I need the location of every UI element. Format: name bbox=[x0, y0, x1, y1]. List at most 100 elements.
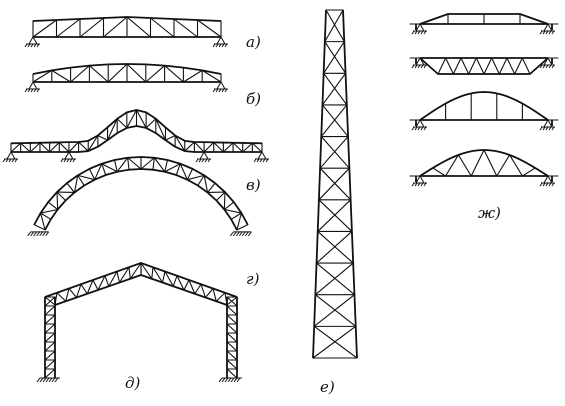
ground-hatch bbox=[420, 182, 424, 187]
ground-hatch bbox=[253, 158, 257, 163]
tower-brace bbox=[319, 167, 352, 201]
diagonal-member bbox=[155, 118, 167, 141]
diagonal-member bbox=[107, 63, 128, 83]
column-diagonal bbox=[226, 314, 238, 325]
ground-hatch bbox=[33, 231, 38, 237]
ground-hatch bbox=[30, 231, 35, 237]
diagonal-member bbox=[10, 142, 22, 153]
pin-support bbox=[6, 150, 16, 160]
diagonal-member bbox=[236, 212, 242, 231]
pin-support bbox=[415, 174, 425, 184]
rafter-vertical bbox=[204, 287, 214, 299]
radial-member bbox=[236, 224, 249, 231]
label-b: б) bbox=[246, 90, 261, 108]
ground-hatch bbox=[551, 64, 555, 69]
radial-member bbox=[56, 191, 67, 202]
ground-hatch bbox=[411, 30, 415, 35]
tower-brace bbox=[315, 230, 353, 264]
tower-brace bbox=[313, 294, 356, 327]
bottom-chord bbox=[11, 125, 262, 153]
diagonal-member bbox=[509, 154, 523, 177]
ground-hatch bbox=[224, 88, 228, 93]
ground-hatch bbox=[411, 126, 415, 131]
tower-brace bbox=[317, 230, 354, 264]
radial-member bbox=[215, 191, 226, 202]
rafter-diagonal bbox=[129, 262, 142, 280]
diagonal-member bbox=[73, 174, 79, 194]
column-diagonal bbox=[44, 341, 56, 352]
column-diagonal bbox=[226, 368, 238, 379]
pin-support bbox=[543, 118, 553, 128]
ground-hatch bbox=[548, 126, 552, 131]
ground-hatch bbox=[224, 43, 228, 48]
ground-hatch bbox=[235, 231, 240, 237]
ground-hatch bbox=[542, 182, 546, 187]
pin-support bbox=[28, 80, 38, 90]
ground-hatch bbox=[423, 64, 427, 69]
column-diagonal bbox=[44, 332, 56, 343]
rafter-diagonal bbox=[152, 266, 164, 284]
label-g: г) bbox=[246, 270, 260, 288]
ground-hatch bbox=[236, 377, 241, 383]
ground-hatch bbox=[417, 30, 421, 35]
ground-hatch bbox=[247, 231, 252, 237]
diagonal-member bbox=[40, 208, 59, 214]
diagonal-member bbox=[140, 157, 155, 170]
ground-hatch bbox=[36, 231, 41, 237]
ground-hatch bbox=[30, 88, 34, 93]
diagonal-member bbox=[145, 65, 166, 83]
tower-brace bbox=[312, 325, 357, 359]
diagonal-member bbox=[457, 154, 472, 177]
ground-hatch bbox=[548, 182, 552, 187]
pin-support bbox=[415, 22, 425, 32]
ground-hatch bbox=[411, 182, 415, 187]
radial-member bbox=[197, 174, 205, 187]
diagonal-member bbox=[20, 142, 31, 153]
ground-hatch bbox=[423, 30, 427, 35]
rafter-diagonal bbox=[97, 275, 106, 291]
ground-hatch bbox=[232, 231, 237, 237]
column-diagonal bbox=[226, 341, 238, 352]
label-e: е) bbox=[320, 378, 335, 396]
ground-hatch bbox=[27, 231, 32, 237]
diagonal-member bbox=[39, 142, 51, 153]
column-diagonal bbox=[44, 350, 56, 361]
rafter-diagonal bbox=[65, 287, 70, 302]
ground-hatch bbox=[36, 43, 40, 48]
diagonal-member bbox=[149, 17, 175, 38]
ground-hatch bbox=[551, 126, 555, 131]
arched-top-chord bbox=[419, 91, 549, 121]
arch-truss bbox=[27, 156, 252, 237]
ground-hatch bbox=[423, 182, 427, 187]
diagonal-member bbox=[106, 118, 118, 141]
diagonal-member bbox=[164, 65, 184, 83]
diagonal-member bbox=[116, 157, 129, 173]
tower-brace bbox=[320, 135, 350, 169]
rafter-vertical bbox=[151, 266, 154, 280]
pin-support bbox=[216, 35, 226, 45]
ground-hatch bbox=[212, 88, 216, 93]
ground-hatch bbox=[218, 377, 223, 383]
column-diagonal bbox=[44, 323, 56, 334]
ground-hatch bbox=[244, 231, 249, 237]
ground-hatch bbox=[30, 43, 34, 48]
ground-hatch bbox=[414, 126, 418, 131]
diagonal-member bbox=[116, 118, 128, 129]
diagonal-member bbox=[153, 157, 166, 173]
rafter-vertical bbox=[68, 287, 78, 299]
ground-hatch bbox=[54, 377, 59, 383]
ground-hatch bbox=[69, 158, 73, 163]
ground-hatch bbox=[262, 158, 266, 163]
diagonal-member bbox=[78, 141, 89, 152]
ground-hatch bbox=[60, 158, 64, 163]
ground-hatch bbox=[545, 64, 549, 69]
ground-hatch bbox=[39, 377, 44, 383]
diagonal-member bbox=[432, 167, 447, 177]
diagonal-member bbox=[223, 208, 242, 214]
ground-hatch bbox=[8, 158, 12, 163]
diagonal-member bbox=[445, 57, 454, 75]
diagonal-member bbox=[55, 18, 81, 38]
radial-member bbox=[101, 163, 107, 176]
diagonal-member bbox=[174, 134, 186, 152]
diagonal-member bbox=[498, 57, 508, 75]
